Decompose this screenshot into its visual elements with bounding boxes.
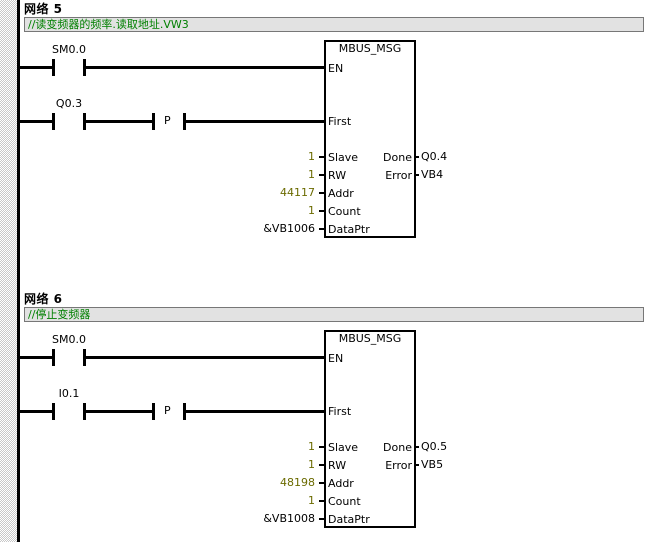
pin-tick [319, 228, 324, 230]
edge-right-bar [183, 113, 186, 130]
contact-right-bar [83, 113, 86, 130]
pin-first: First [328, 115, 352, 128]
pin-rw: RW [328, 169, 347, 182]
pin-tick [319, 174, 324, 176]
mbus-msg-block[interactable]: MBUS_MSG EN First Slave RW Addr Count Da… [324, 330, 416, 528]
pin-tick [319, 210, 324, 212]
positive-edge-label[interactable]: P [164, 404, 171, 417]
wire [20, 410, 52, 413]
network-title[interactable]: 网络 6 [24, 292, 63, 306]
pin-tick [319, 192, 324, 194]
operand-addr[interactable]: 48198 [280, 476, 315, 489]
pin-tick [414, 464, 419, 466]
contact-label[interactable]: I0.1 [58, 387, 80, 400]
contact-label[interactable]: SM0.0 [52, 43, 86, 56]
pin-tick [319, 500, 324, 502]
power-rail [17, 0, 20, 542]
edge-left-bar [152, 113, 155, 130]
pin-tick [319, 446, 324, 448]
pin-addr: Addr [328, 477, 354, 490]
operand-count[interactable]: 1 [308, 204, 315, 217]
wire [86, 356, 324, 359]
operand-slave[interactable]: 1 [308, 150, 315, 163]
wire [86, 120, 152, 123]
pin-tick [319, 464, 324, 466]
pin-tick [319, 156, 324, 158]
wire [186, 410, 324, 413]
pin-error: Error [385, 459, 412, 472]
wire [20, 356, 52, 359]
pin-first: First [328, 405, 352, 418]
operand-rw[interactable]: 1 [308, 168, 315, 181]
pin-count: Count [328, 205, 361, 218]
pin-dataptr: DataPtr [328, 223, 370, 236]
wire [86, 410, 152, 413]
operand-addr[interactable]: 44117 [280, 186, 315, 199]
block-name: MBUS_MSG [338, 42, 402, 55]
operand-dataptr[interactable]: &VB1008 [263, 512, 315, 525]
wire [86, 66, 324, 69]
wire [20, 120, 52, 123]
pin-slave: Slave [328, 441, 359, 454]
network-comment[interactable]: //读变频器的频率.读取地址.VW3 [24, 17, 644, 32]
operand-count[interactable]: 1 [308, 494, 315, 507]
edge-left-bar [152, 403, 155, 420]
operand-slave[interactable]: 1 [308, 440, 315, 453]
pin-en: EN [328, 62, 344, 75]
positive-edge-label[interactable]: P [164, 114, 171, 127]
contact-left-bar [52, 403, 55, 420]
pin-dataptr: DataPtr [328, 513, 370, 526]
network-title[interactable]: 网络 5 [24, 2, 63, 16]
pin-error: Error [385, 169, 412, 182]
network-comment[interactable]: //停止变频器 [24, 307, 644, 322]
wire [20, 66, 52, 69]
pin-tick [414, 174, 419, 176]
editor-gutter [0, 0, 17, 542]
contact-left-bar [52, 113, 55, 130]
contact-right-bar [83, 59, 86, 76]
contact-label[interactable]: SM0.0 [52, 333, 86, 346]
pin-done: Done [383, 151, 412, 164]
operand-error[interactable]: VB4 [421, 168, 444, 181]
pin-rw: RW [328, 459, 347, 472]
contact-right-bar [83, 349, 86, 366]
contact-label[interactable]: Q0.3 [55, 97, 83, 110]
contact-right-bar [83, 403, 86, 420]
operand-done[interactable]: Q0.5 [421, 440, 448, 453]
wire [186, 120, 324, 123]
contact-left-bar [52, 349, 55, 366]
pin-tick [319, 482, 324, 484]
pin-en: EN [328, 352, 344, 365]
operand-done[interactable]: Q0.4 [421, 150, 448, 163]
pin-slave: Slave [328, 151, 359, 164]
operand-rw[interactable]: 1 [308, 458, 315, 471]
pin-count: Count [328, 495, 361, 508]
mbus-msg-block[interactable]: MBUS_MSG EN First Slave RW Addr Count Da… [324, 40, 416, 238]
block-name: MBUS_MSG [338, 332, 402, 345]
pin-tick [319, 518, 324, 520]
contact-left-bar [52, 59, 55, 76]
operand-error[interactable]: VB5 [421, 458, 444, 471]
pin-tick [414, 446, 419, 448]
operand-dataptr[interactable]: &VB1006 [263, 222, 315, 235]
edge-right-bar [183, 403, 186, 420]
pin-addr: Addr [328, 187, 354, 200]
pin-done: Done [383, 441, 412, 454]
pin-tick [414, 156, 419, 158]
